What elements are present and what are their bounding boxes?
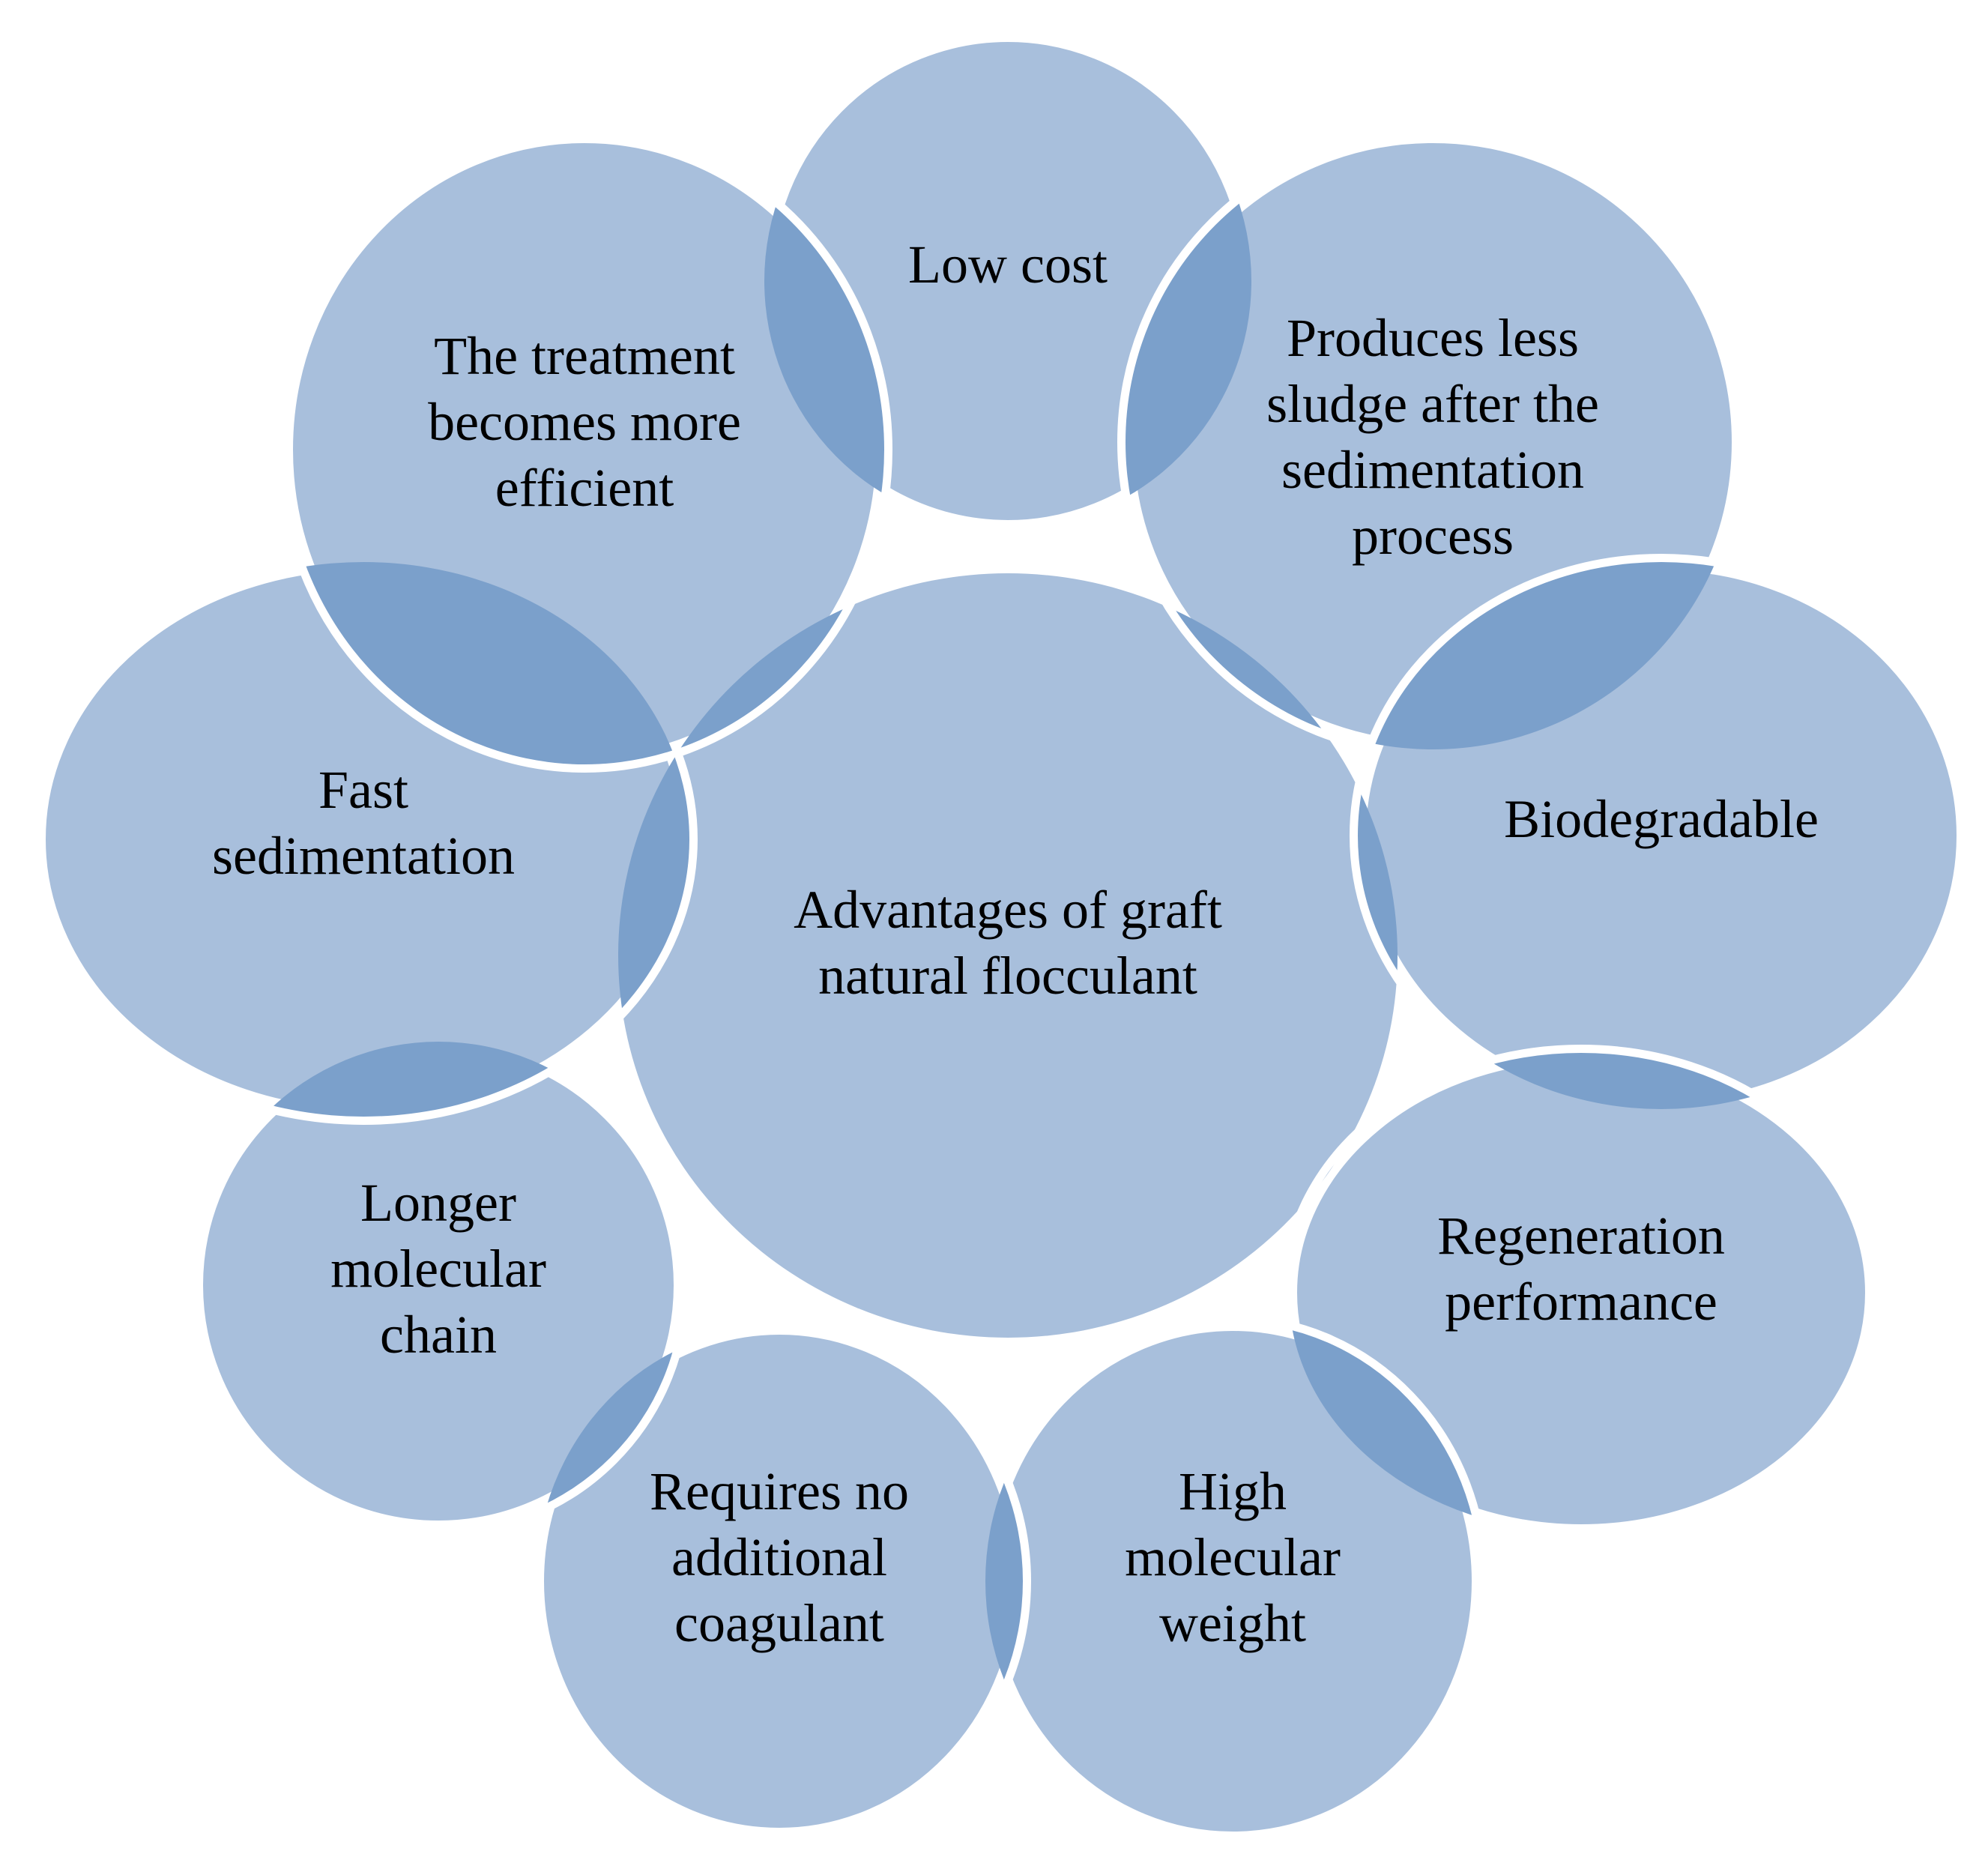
overlap-region [285,562,689,764]
label-line: sedimentation [1281,440,1584,500]
label-line: performance [1445,1272,1717,1332]
label-line: molecular [330,1239,546,1299]
bubble-layer [29,25,1973,1848]
label-line: process [1352,506,1514,566]
label-line: Fast [318,760,408,820]
label-line: molecular [1125,1527,1341,1587]
label-line: chain [380,1305,497,1365]
label-line: sedimentation [212,826,515,886]
label-line: Longer [360,1173,516,1233]
label-line: Advantages of graft [794,880,1222,940]
label-line: Produces less [1287,308,1579,368]
label-line: High [1179,1461,1287,1521]
overlap-region [1358,562,1740,749]
label-line: weight [1159,1593,1306,1653]
label-line: Biodegradable [1504,789,1819,849]
label-line: The treatment [434,326,735,386]
center-bubble [618,573,1398,1338]
bubble-label-low-cost: Low cost [908,235,1108,295]
bubble-label-biodegradable: Biodegradable [1504,789,1819,849]
label-line: Requires no [650,1461,909,1521]
label-line: natural flocculant [818,946,1197,1006]
label-line: sludge after the [1266,374,1599,434]
label-line: efficient [495,458,674,518]
label-line: Low cost [908,235,1108,295]
label-line: coagulant [674,1593,884,1653]
label-line: becomes more [428,392,741,452]
label-line: Regeneration [1437,1206,1725,1266]
label-line: additional [671,1527,887,1587]
